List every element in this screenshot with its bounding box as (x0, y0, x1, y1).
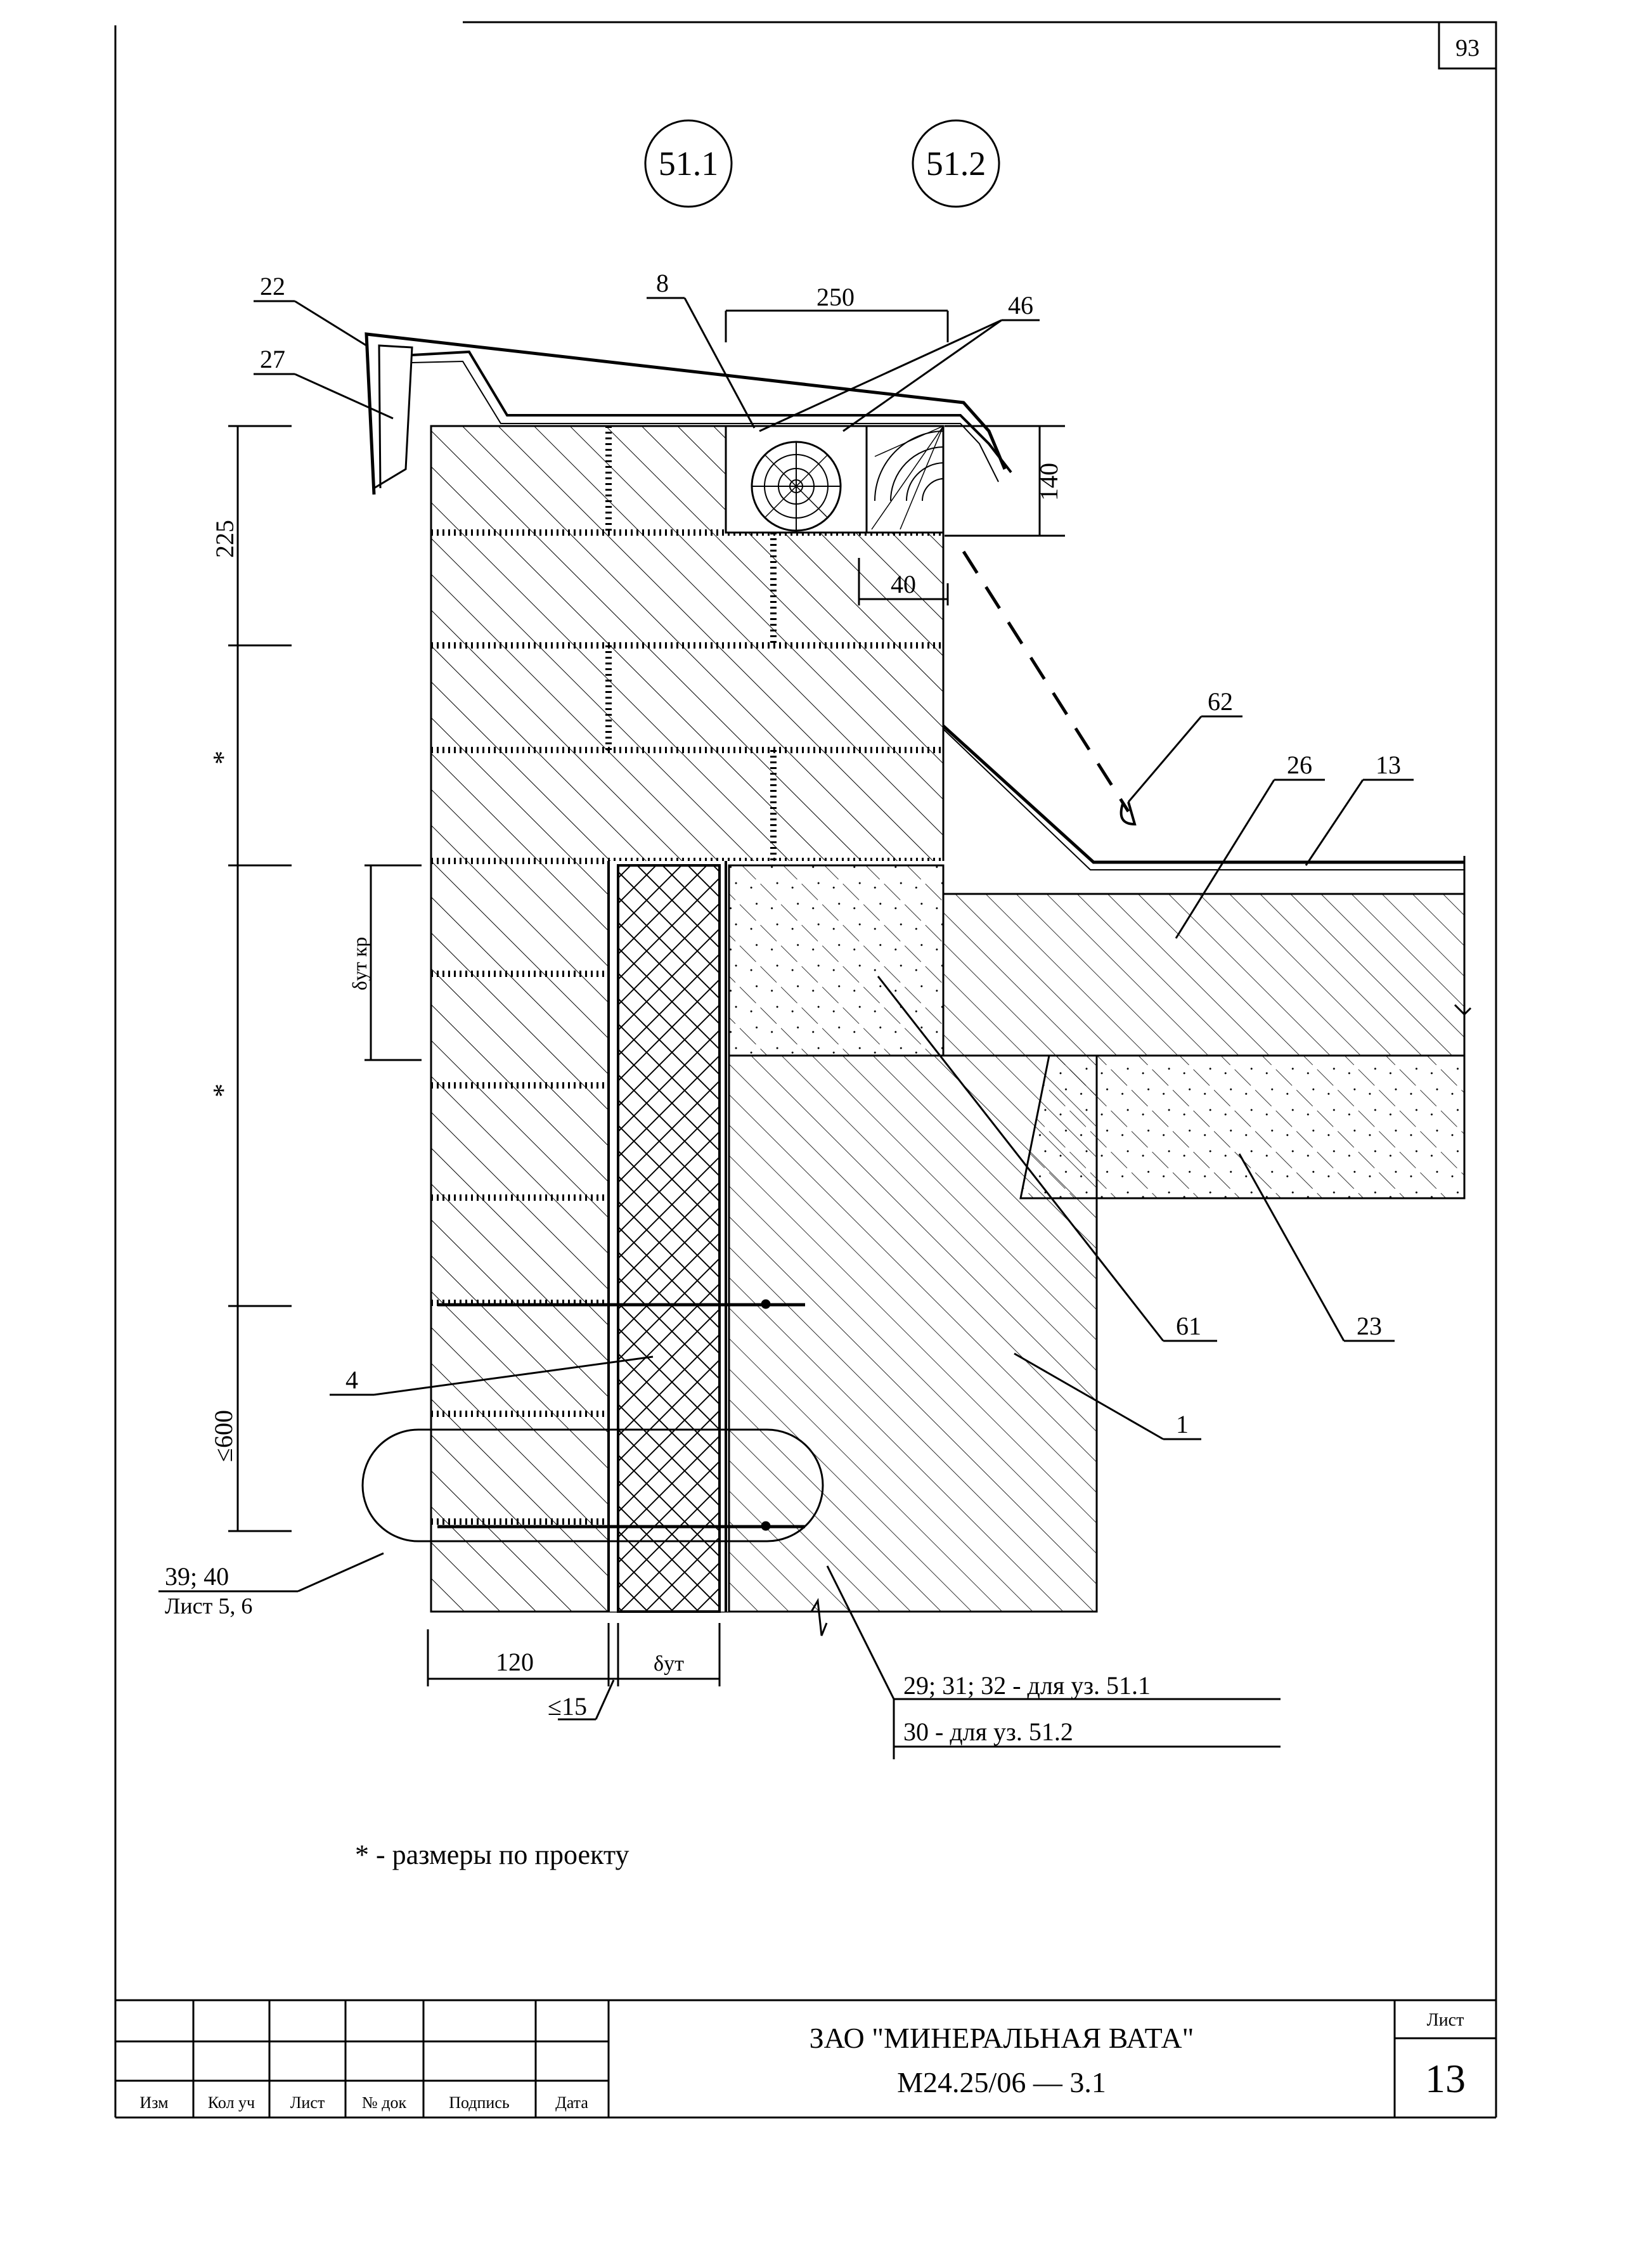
callout-62: 62 (1208, 687, 1233, 716)
dim-star-2: * (207, 1083, 238, 1097)
dim-40: 40 (891, 570, 916, 598)
callout-26: 26 (1287, 751, 1312, 779)
callout-22: 22 (260, 272, 285, 301)
dim-120: 120 (496, 1648, 534, 1676)
tb-header-3: Лист (290, 2093, 325, 2112)
callout-29-31-32: 29; 31; 32 - для уз. 51.1 (903, 1671, 1151, 1700)
insulation-layer (617, 864, 721, 1613)
node-label-51-2: 51.2 (926, 145, 986, 183)
callout-30: 30 - для уз. 51.2 (903, 1717, 1073, 1746)
bottom-dimensions (427, 1623, 721, 1721)
leader-lines (158, 297, 1414, 1759)
callout-39-40: 39; 40 (165, 1562, 229, 1591)
top-dimensions (725, 309, 1065, 605)
dim-15: ≤15 (548, 1692, 587, 1721)
node-marker-51-2: 51.2 (912, 119, 1000, 208)
dim-250: 250 (816, 283, 855, 311)
callout-27: 27 (260, 345, 285, 373)
dim-insul: δут (654, 1652, 684, 1676)
dim-140: 140 (1035, 463, 1063, 501)
node-label-51-1: 51.1 (659, 145, 719, 183)
lintel-slab (1019, 1054, 1466, 1199)
footnote: * - размеры по проекту (355, 1839, 629, 1870)
page-number: 93 (1455, 35, 1480, 61)
dim-star-1: * (207, 751, 238, 765)
tie-region-oval (361, 1428, 824, 1542)
callout-8: 8 (656, 269, 669, 297)
tb-header-5: Подпись (449, 2093, 510, 2112)
callout-39-40-sheet: Лист 5, 6 (165, 1593, 252, 1619)
tb-header-6: Дата (555, 2093, 588, 2112)
roofing-membrane (942, 725, 1464, 864)
callout-23: 23 (1357, 1312, 1382, 1340)
tb-sheet-label: Лист (1427, 2010, 1464, 2030)
left-dimensions (228, 425, 422, 1532)
callout-13: 13 (1376, 751, 1401, 779)
node-marker-51-1: 51.1 (644, 119, 733, 208)
tb-header-2: Кол уч (208, 2093, 255, 2112)
parapet-flashing (365, 332, 1012, 495)
dashed-anchor (962, 550, 1130, 813)
dim-225: 225 (210, 520, 239, 558)
callout-46: 46 (1008, 291, 1033, 320)
roof-slab (942, 893, 1466, 1057)
tb-header-4: № док (362, 2093, 407, 2112)
tb-header-1: Изм (139, 2093, 168, 2112)
callout-61: 61 (1176, 1312, 1201, 1340)
tb-sheet-number: 13 (1425, 2056, 1466, 2101)
insulation-insert (728, 864, 945, 1057)
tb-company: ЗАО "МИНЕРАЛЬНАЯ ВАТА" (810, 2022, 1194, 2054)
callout-4: 4 (345, 1366, 358, 1394)
dim-insul-cr: δут кр (348, 937, 371, 991)
title-block (115, 1999, 1496, 2117)
callout-1: 1 (1176, 1410, 1189, 1439)
reinforcement-mesh (437, 1299, 805, 1531)
tb-doc-code: М24.25/06 — 3.1 (897, 2066, 1106, 2098)
timber-beam (725, 425, 945, 534)
dim-600: ≤600 (209, 1410, 238, 1462)
